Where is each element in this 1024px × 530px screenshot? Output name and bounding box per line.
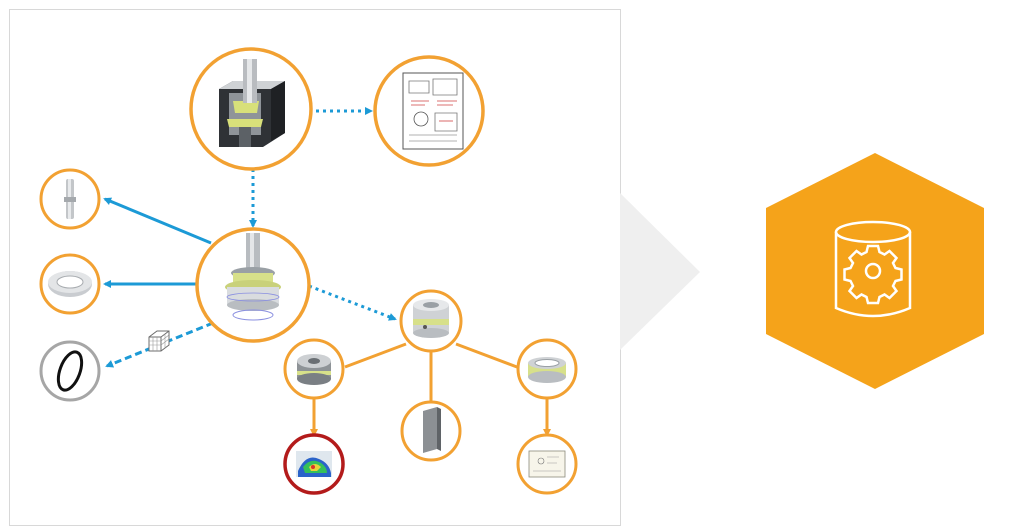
housing-part-icon [413, 299, 449, 338]
node-valve-assembly[interactable] [189, 47, 313, 171]
node-stem[interactable] [39, 168, 101, 230]
diagram-panel [9, 9, 621, 526]
ball-bearing-icon [48, 271, 92, 297]
gear-icon [843, 244, 903, 305]
plate-part-icon [423, 407, 441, 453]
node-bushing[interactable] [283, 338, 345, 400]
link-housing-to-bushing [344, 342, 407, 369]
link-cartridge-to-stem [103, 197, 212, 245]
link-cartridge-to-housing [308, 284, 397, 321]
valve-assembly-cutaway-icon [219, 59, 285, 147]
cartridge-assembly-icon [225, 233, 281, 321]
node-assembly-drawing[interactable] [373, 55, 485, 167]
node-part-drawing[interactable] [516, 433, 578, 495]
node-cartridge[interactable] [195, 227, 311, 343]
simulation-result-icon [296, 451, 332, 477]
node-bearing[interactable] [39, 253, 101, 315]
o-ring-icon [56, 350, 84, 392]
node-housing[interactable] [399, 289, 463, 353]
relationship-diagram [39, 47, 578, 495]
ring-part-icon [528, 357, 566, 383]
technical-drawing-icon [402, 72, 464, 150]
database-icon [834, 220, 912, 318]
node-fea-result[interactable] [283, 433, 345, 495]
node-o-ring[interactable] [39, 340, 101, 402]
stem-shaft-icon [64, 179, 76, 219]
node-ring[interactable] [516, 338, 578, 400]
cube-grid-icon [148, 330, 170, 352]
node-plate[interactable] [400, 400, 462, 462]
part-drawing-icon [528, 450, 566, 478]
link-housing-to-ring [455, 342, 518, 369]
bushing-part-icon [297, 354, 331, 385]
